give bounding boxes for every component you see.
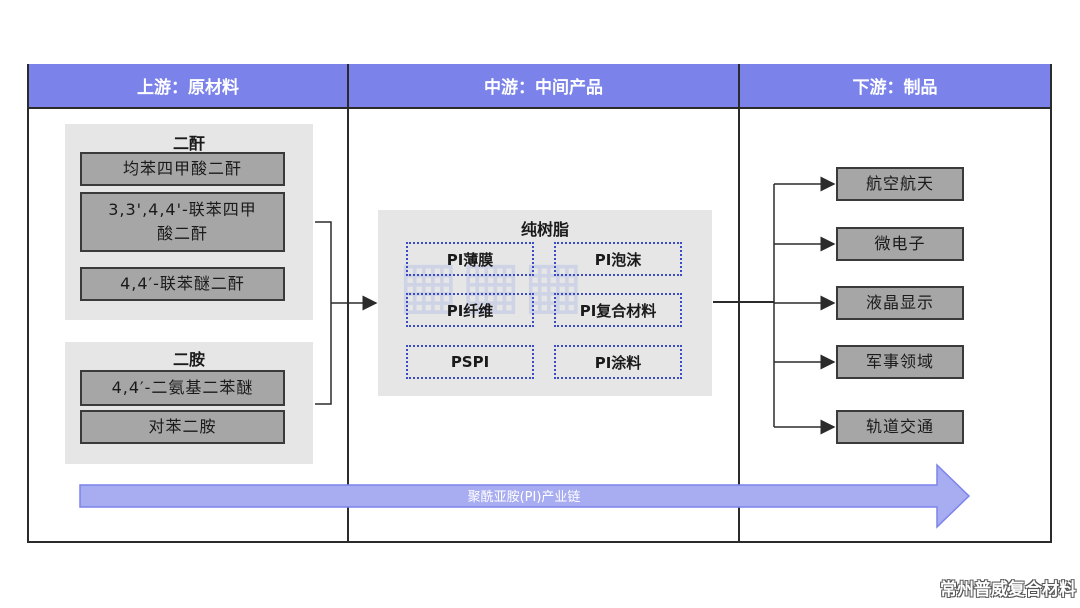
header-upstream-label: 上游：原材料 (137, 78, 239, 98)
intermediate-item-label: PI复合材料 (579, 301, 657, 320)
diamine-item: 4,4′-二氨基二苯醚 (80, 370, 285, 406)
intermediate-item-label: PI纤维 (446, 301, 494, 320)
intermediate-item: PI涂料 (554, 345, 682, 379)
header-upstream: 上游：原材料 (29, 64, 347, 109)
dianhydride-item-label: 4,4′-联苯醚二酐 (120, 274, 245, 293)
application-item-label: 微电子 (874, 234, 926, 253)
intermediate-item-label: PSPI (450, 353, 490, 371)
resin-title: 纯树脂 (520, 220, 569, 239)
dianhydride-item: 均苯四甲酸二酐 (80, 152, 285, 186)
intermediate-item: PI复合材料 (554, 293, 682, 327)
application-item-label: 航空航天 (865, 174, 934, 193)
header-downstream: 下游：制品 (740, 64, 1050, 109)
intermediate-item-label: PI涂料 (594, 353, 642, 372)
application-item: 轨道交通 (836, 410, 964, 444)
diamine-title: 二胺 (172, 350, 205, 369)
application-item-label: 军事领域 (865, 352, 934, 371)
header-downstream-label: 下游：制品 (852, 78, 938, 98)
intermediate-item: PSPI (406, 345, 534, 379)
intermediate-item-label: PI泡沫 (594, 250, 642, 269)
chain-arrow-label: 聚酰亚胺(PI)产业链 (468, 490, 581, 505)
application-item: 军事领域 (836, 345, 964, 379)
application-item-label: 轨道交通 (865, 417, 934, 436)
application-item: 液晶显示 (836, 286, 964, 320)
intermediate-item: PI泡沫 (554, 242, 682, 276)
column-separator-2 (738, 64, 740, 543)
dianhydride-title: 二酐 (172, 134, 205, 153)
dianhydride-item: 3,3',4,4'-联苯四甲 酸二酐 (80, 192, 285, 252)
diamine-item-label: 4,4′-二氨基二苯醚 (111, 378, 254, 397)
header-midstream: 中游：中间产品 (349, 64, 738, 109)
chain-arrow (79, 463, 971, 529)
resin-panel: ▦▦▦ 纯树脂 (378, 210, 712, 396)
intermediate-item-label: PI薄膜 (446, 250, 494, 269)
application-item: 微电子 (836, 227, 964, 261)
dianhydride-item: 4,4′-联苯醚二酐 (80, 267, 285, 301)
dianhydride-item-label: 均苯四甲酸二酐 (122, 159, 242, 178)
upstream-bracket (315, 221, 332, 405)
watermark-logo: ▦▦▦ (398, 248, 586, 322)
intermediate-item: PI纤维 (406, 293, 534, 327)
application-item-label: 液晶显示 (865, 293, 934, 312)
intermediate-item: PI薄膜 (406, 242, 534, 276)
application-item: 航空航天 (836, 167, 964, 201)
dianhydride-item-label: 3,3',4,4'-联苯四甲 酸二酐 (108, 200, 257, 243)
diamine-item-label: 对苯二胺 (148, 417, 217, 436)
header-midstream-label: 中游：中间产品 (484, 78, 603, 98)
brand-watermark: 常州普威复合材料 (940, 580, 1076, 600)
diamine-item: 对苯二胺 (80, 410, 285, 444)
